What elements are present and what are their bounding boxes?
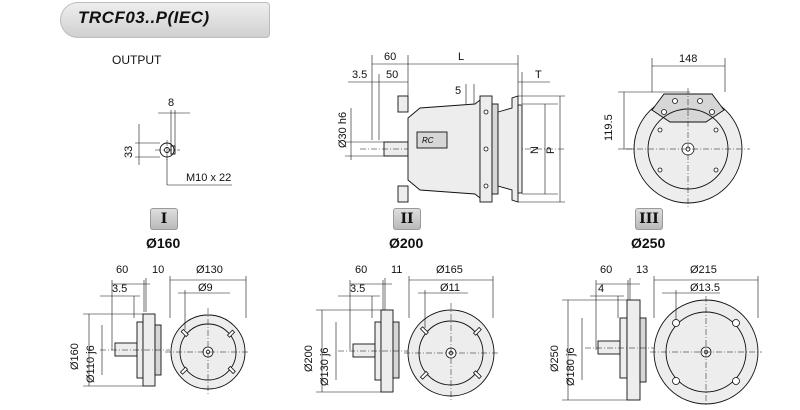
gearbox-front-view [618,58,750,208]
output-label: OUTPUT [112,53,162,67]
variant-2-dim-spigot: Ø130 j6 [319,347,331,386]
variant-1-dim-3-5: 3.5 [112,283,128,295]
variant-3-dim-spigot: Ø180 j6 [565,347,577,386]
variant-3-dim-60: 60 [600,264,613,276]
variant-1-drawing [83,276,250,396]
main-dim-3-5: 3.5 [352,69,368,81]
variant-2-badge: II [393,208,421,230]
title-banner [60,2,270,38]
variant-3-dim-pcd: Ø215 [690,264,717,276]
variant-1-dim-pcd: Ø130 [196,264,223,276]
variant-1-dim-flange: Ø160 [69,343,81,370]
main-dim-T: T [535,69,542,81]
variant-1-dim-spigot: Ø110 j6 [85,345,97,383]
variant-3-dim-flange: Ø250 [549,345,561,372]
main-dim-119-5: 119.5 [603,114,615,141]
main-dim-5: 5 [455,85,462,97]
variant-2-dim-offset: 11 [391,264,403,276]
variant-3-roman: III [639,211,659,227]
variant-3-dim-3-5: 4 [598,283,605,295]
variant-3-badge: III [635,208,663,230]
gearbox-side-view: RC [345,55,565,203]
variant-3-flange: Ø250 [631,235,666,251]
page-title: TRCF03..P(IEC) [78,8,210,27]
variant-2-roman: II [400,211,414,227]
variant-3-dim-hole: Ø13.5 [690,282,720,294]
main-dim-148: 148 [679,53,698,65]
variant-2-flange: Ø200 [389,235,424,251]
variant-2-dim-3-5: 3.5 [350,283,366,295]
variant-1-dim-60: 60 [116,264,129,276]
variant-2-drawing [316,276,500,402]
main-dim-60: 60 [384,51,397,63]
variant-1-flange: Ø160 [146,235,181,251]
variant-1-roman: I [160,211,168,227]
svg-text:RC: RC [422,136,434,145]
variant-2-dim-60: 60 [355,264,368,276]
variant-2-dim-hole: Ø11 [440,282,460,294]
output-dim-33: 33 [123,145,135,158]
variant-1-dim-offset: 10 [152,264,165,276]
main-dim-shaft: Ø30 h6 [337,111,349,148]
variant-1-badge: I [150,208,178,230]
output-thread: M10 x 22 [186,172,232,184]
variant-2-dim-flange: Ø200 [303,345,315,372]
main-dim-P: P [545,146,557,154]
main-dim-L: L [458,51,465,63]
output-dim-8: 8 [168,97,175,109]
output-shaft-view [135,110,232,186]
variant-3-dim-offset: 13 [636,264,649,276]
variant-2-dim-pcd: Ø165 [436,264,463,276]
main-dim-50: 50 [386,69,399,81]
main-dim-N: N [529,146,541,154]
variant-1-dim-hole: Ø9 [198,282,213,294]
variant-3-drawing [562,276,762,406]
